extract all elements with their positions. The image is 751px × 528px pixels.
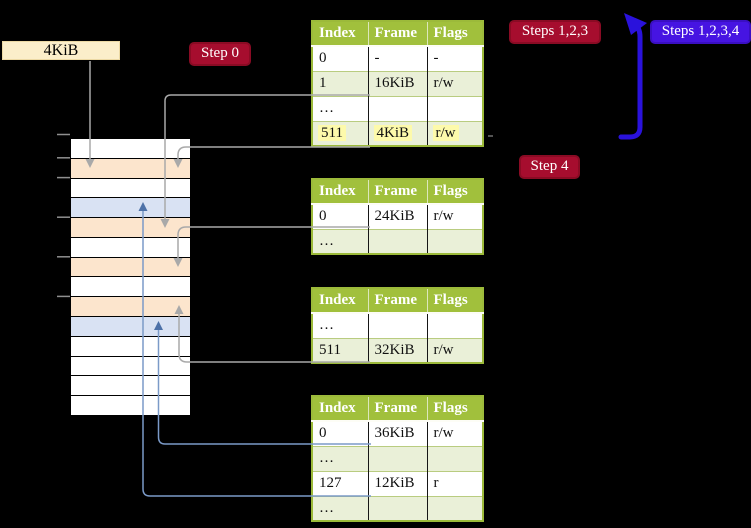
cell-flags: - <box>433 50 439 67</box>
cell-flags <box>427 495 483 521</box>
cell-frame: 12KiB <box>368 470 428 496</box>
cell-flags: r/w <box>433 425 454 442</box>
table-header-row: Index Frame Flags <box>312 396 483 422</box>
step0-label: Step 0 <box>189 42 251 66</box>
table-row: 0 24KiB r/w <box>312 204 483 229</box>
header-flags: Flags <box>427 21 483 47</box>
cell-index: … <box>312 95 369 121</box>
memory-tick-marks <box>57 133 70 298</box>
cell-flags: r/w <box>433 208 454 225</box>
table-header-row: Index Frame Flags <box>312 21 483 47</box>
memory-row-6 <box>71 256 190 277</box>
cell-flags: r/w <box>427 70 483 96</box>
table-row: … <box>312 445 483 471</box>
cell-flags <box>427 445 483 471</box>
steps-1234-label: Steps 1,2,3,4 <box>650 20 751 44</box>
cell-flags: r <box>427 470 483 496</box>
header-index: Index <box>312 179 369 205</box>
cell-frame <box>368 95 428 121</box>
header-index: Index <box>312 21 369 47</box>
page-table-4: Index Frame Flags 0 36KiB r/w … 127 12Ki… <box>311 395 484 522</box>
steps-123-label: Steps 1,2,3 <box>509 20 601 44</box>
cell-index: … <box>312 313 369 338</box>
highlight: r/w <box>432 124 459 141</box>
cell-index: 511 <box>312 120 369 146</box>
table-row: … <box>312 495 483 521</box>
cell-frame: - <box>368 46 428 71</box>
table-row: 511 32KiB r/w <box>312 337 483 363</box>
memory-row-10 <box>71 335 190 356</box>
memory-row-1 <box>71 157 190 178</box>
cell-index: … <box>312 495 369 521</box>
cell-index: 0 <box>312 204 369 229</box>
table-row: … <box>312 228 483 254</box>
memory-row-12 <box>71 375 190 396</box>
cell-index: 1 <box>312 70 369 96</box>
cell-frame <box>368 313 428 338</box>
memory-row-7 <box>71 276 190 297</box>
big-curved-arrow-icon <box>618 13 647 140</box>
cell-index: 511 <box>312 337 369 363</box>
table-header-row: Index Frame Flags <box>312 288 483 314</box>
t1-row511-connector <box>177 146 370 159</box>
header-flags: Flags <box>427 288 483 314</box>
physical-memory-strip <box>70 138 191 416</box>
memory-row-2 <box>71 177 190 198</box>
memory-row-13 <box>71 395 190 415</box>
page-table-3: Index Frame Flags … 511 32KiB r/w <box>311 287 484 364</box>
header-index: Index <box>312 288 369 314</box>
header-frame: Frame <box>368 21 428 47</box>
cell-index: 0 <box>312 421 369 446</box>
memory-row-5 <box>71 236 190 257</box>
page-table-1: Index Frame Flags 0 - - 1 16KiB r/w … 51… <box>311 20 484 147</box>
header-flags: Flags <box>427 179 483 205</box>
cell-frame: 24KiB <box>368 204 428 229</box>
cell-frame: 16KiB <box>368 70 428 96</box>
cell-frame: 36KiB <box>368 421 428 446</box>
memory-row-9 <box>71 316 190 336</box>
table-row: 0 36KiB r/w <box>312 421 483 446</box>
header-frame: Frame <box>368 288 428 314</box>
cell-index: 127 <box>312 470 369 496</box>
step4-label: Step 4 <box>519 155 580 179</box>
cell-frame: 4KiB <box>368 120 428 146</box>
cell-index: 0 <box>312 46 369 71</box>
header-index: Index <box>312 396 369 422</box>
cell-flags: r/w <box>427 337 483 363</box>
header-flags: Flags <box>427 396 483 422</box>
cell-index: … <box>312 445 369 471</box>
highlight: 511 <box>318 124 346 141</box>
cell-flags: r/w <box>427 120 483 146</box>
cell-frame <box>368 445 428 471</box>
memory-row-0 <box>71 139 190 158</box>
cell-flags <box>427 95 483 121</box>
cell-frame <box>368 495 428 521</box>
page-table-2: Index Frame Flags 0 24KiB r/w … <box>311 178 484 255</box>
memory-row-4 <box>71 217 190 237</box>
memory-row-11 <box>71 355 190 376</box>
table-row: … <box>312 95 483 121</box>
cell-flags <box>427 313 483 338</box>
memory-row-8 <box>71 296 190 317</box>
table-header-row: Index Frame Flags <box>312 179 483 205</box>
table-row: … <box>312 313 483 338</box>
table-row: 0 - - <box>312 46 483 71</box>
cell-index: … <box>312 228 369 254</box>
page-size-label-box: 4KiB <box>2 41 120 60</box>
header-frame: Frame <box>368 396 428 422</box>
cell-frame <box>368 228 428 254</box>
memory-row-3 <box>71 197 190 218</box>
table-row: 127 12KiB r <box>312 470 483 496</box>
table-row: 1 16KiB r/w <box>312 70 483 96</box>
header-frame: Frame <box>368 179 428 205</box>
highlight: 4KiB <box>373 124 413 141</box>
cell-frame: 32KiB <box>368 337 428 363</box>
table-row-highlighted: 511 4KiB r/w <box>312 120 483 146</box>
cell-flags <box>427 228 483 254</box>
